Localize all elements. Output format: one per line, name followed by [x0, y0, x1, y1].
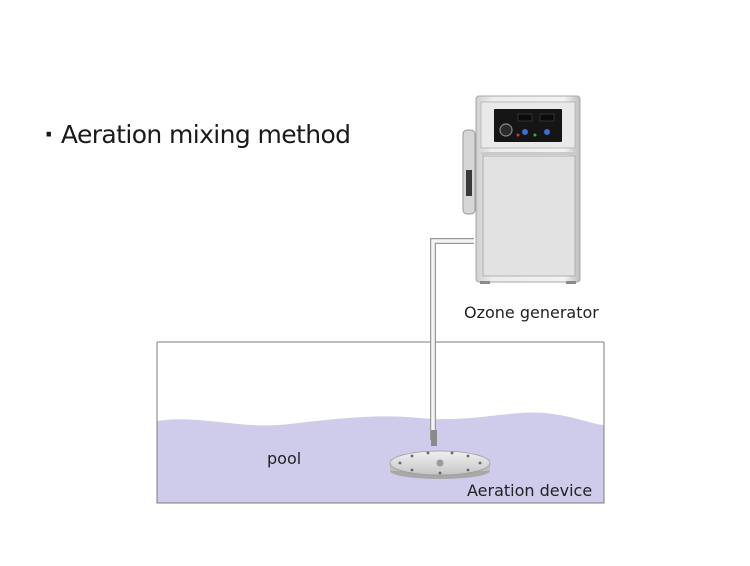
- ozone-generator-icon: [462, 95, 581, 284]
- title-bullet: ·: [44, 120, 54, 149]
- pipe-icon: [430, 238, 474, 446]
- aeration-disc-icon: [389, 450, 491, 479]
- diagram-title: ·Aeration mixing method: [44, 120, 351, 149]
- ozone-generator-label: Ozone generator: [464, 303, 599, 322]
- pool-tank: [156, 341, 605, 504]
- aeration-device-label: Aeration device: [467, 481, 593, 500]
- pool-label: pool: [267, 449, 302, 468]
- pool-water: [157, 412, 604, 503]
- title-text: Aeration mixing method: [60, 120, 351, 149]
